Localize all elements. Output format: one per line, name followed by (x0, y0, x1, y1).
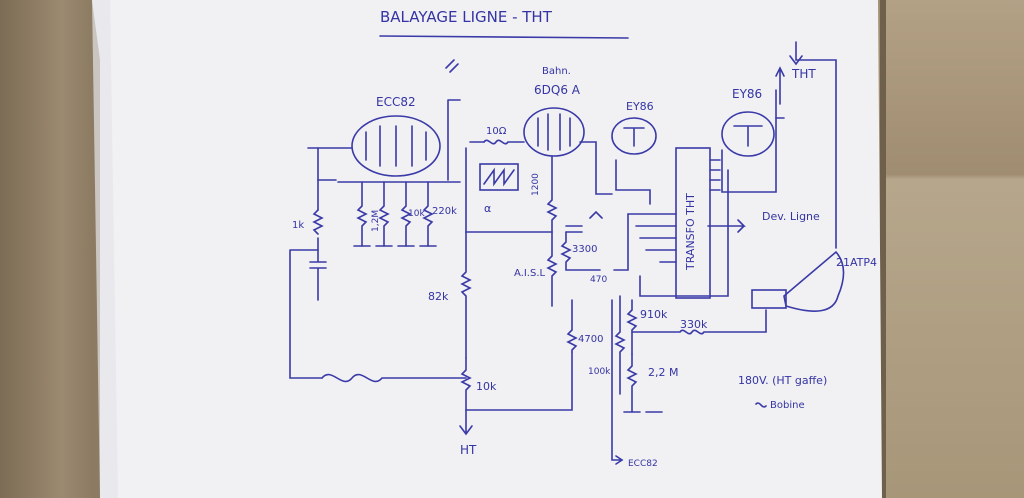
resistor-aisl (546, 231, 558, 307)
resistor-1200 (546, 155, 558, 233)
label-ecc82: ECC82 (376, 95, 416, 109)
value-2-2m: 2,2 M (648, 366, 678, 379)
value-1-2m: 1,2M (371, 210, 381, 232)
value-1200: 1200 (531, 173, 541, 196)
value-aisl: A.I.S.L (514, 268, 545, 279)
inductor-bottom (321, 373, 467, 383)
value-1k: 1k (292, 220, 304, 231)
wall-tile (880, 0, 1024, 498)
label-tht: THT (791, 67, 816, 81)
bobbin-mark (755, 402, 767, 408)
capacitor-pl36 (565, 225, 583, 233)
tht-arrow (775, 66, 785, 105)
paper-shadow (92, 0, 118, 498)
value-910k: 910k (640, 308, 668, 321)
value-470: 470 (590, 275, 607, 285)
crt-neck (751, 289, 787, 309)
diagram-title: BALAYAGE LIGNE - THT (380, 8, 553, 26)
crt-tube (783, 250, 845, 312)
label-ecc82-bottom: ECC82 (628, 459, 658, 469)
ey86-2-elements (733, 125, 763, 147)
resistor-2-2m (626, 353, 638, 413)
wire-ey86-1 (615, 159, 651, 205)
value-10ohm: 10Ω (486, 126, 507, 137)
wire-left-loop (289, 249, 323, 379)
resistor-1k (312, 209, 324, 235)
value-330k: 330k (680, 318, 708, 331)
ey86-tube-1 (611, 117, 657, 155)
label-crt: 21ATP4 (836, 256, 877, 269)
paper (92, 0, 882, 498)
label-pl36-alt: Bahn. (542, 66, 571, 77)
resistor-3300 (560, 231, 601, 271)
pl36-tube (523, 107, 585, 157)
resistor-1-2m (356, 181, 368, 247)
resistor-10k-bottom (460, 357, 472, 411)
title-underline (379, 35, 629, 39)
ey86-1-elements (623, 127, 645, 147)
label-dev-ligne: Dev. Ligne (762, 210, 820, 223)
antenna-ground (445, 59, 459, 73)
ecc82-tube (351, 115, 441, 177)
value-3300: 3300 (572, 244, 597, 255)
label-ey86-1: EY86 (626, 100, 654, 113)
value-220k: 220k (432, 206, 457, 217)
resistor-100k-b (614, 295, 626, 395)
label-bobbin: Bobine (770, 400, 805, 411)
transformer-taps (627, 213, 677, 263)
resistor-330k (631, 309, 767, 335)
resistor-220k (422, 181, 434, 247)
wire-ht (459, 409, 473, 436)
wire-to-ecc82 (611, 299, 623, 461)
transformer-tht (675, 147, 711, 299)
wire-transformer-return (639, 169, 729, 297)
tile-edge (880, 0, 886, 498)
label-wave: α (484, 202, 491, 215)
value-82k: 82k (428, 290, 449, 303)
waveform-box (479, 163, 519, 191)
label-ht: HT (460, 443, 477, 457)
resistor-910k (626, 299, 638, 355)
label-g1-note: 180V. (HT gaffe) (738, 374, 827, 387)
resistor-82k (460, 231, 472, 359)
deflection-arrow (707, 219, 746, 233)
ecc82-elements (365, 125, 427, 167)
resistor-10k (400, 181, 412, 247)
label-ey86-2: EY86 (732, 87, 762, 101)
value-10k-bottom: 10k (476, 380, 497, 393)
resistor-4700 (566, 299, 578, 353)
label-pl36: 6DQ6 A (534, 83, 581, 97)
value-100k-b: 100k (588, 367, 611, 377)
ey86-tube-2 (721, 111, 775, 157)
value-4700: 4700 (578, 334, 603, 345)
resistor-10ohm (483, 139, 525, 145)
sawtooth-wave (483, 167, 515, 187)
wire-bottom-right (465, 351, 573, 411)
value-10k: 10k (408, 209, 425, 219)
pl36-elements (537, 113, 571, 151)
wire-tht-top (795, 41, 837, 249)
label-transfo: TRANSFO THT (684, 193, 697, 271)
